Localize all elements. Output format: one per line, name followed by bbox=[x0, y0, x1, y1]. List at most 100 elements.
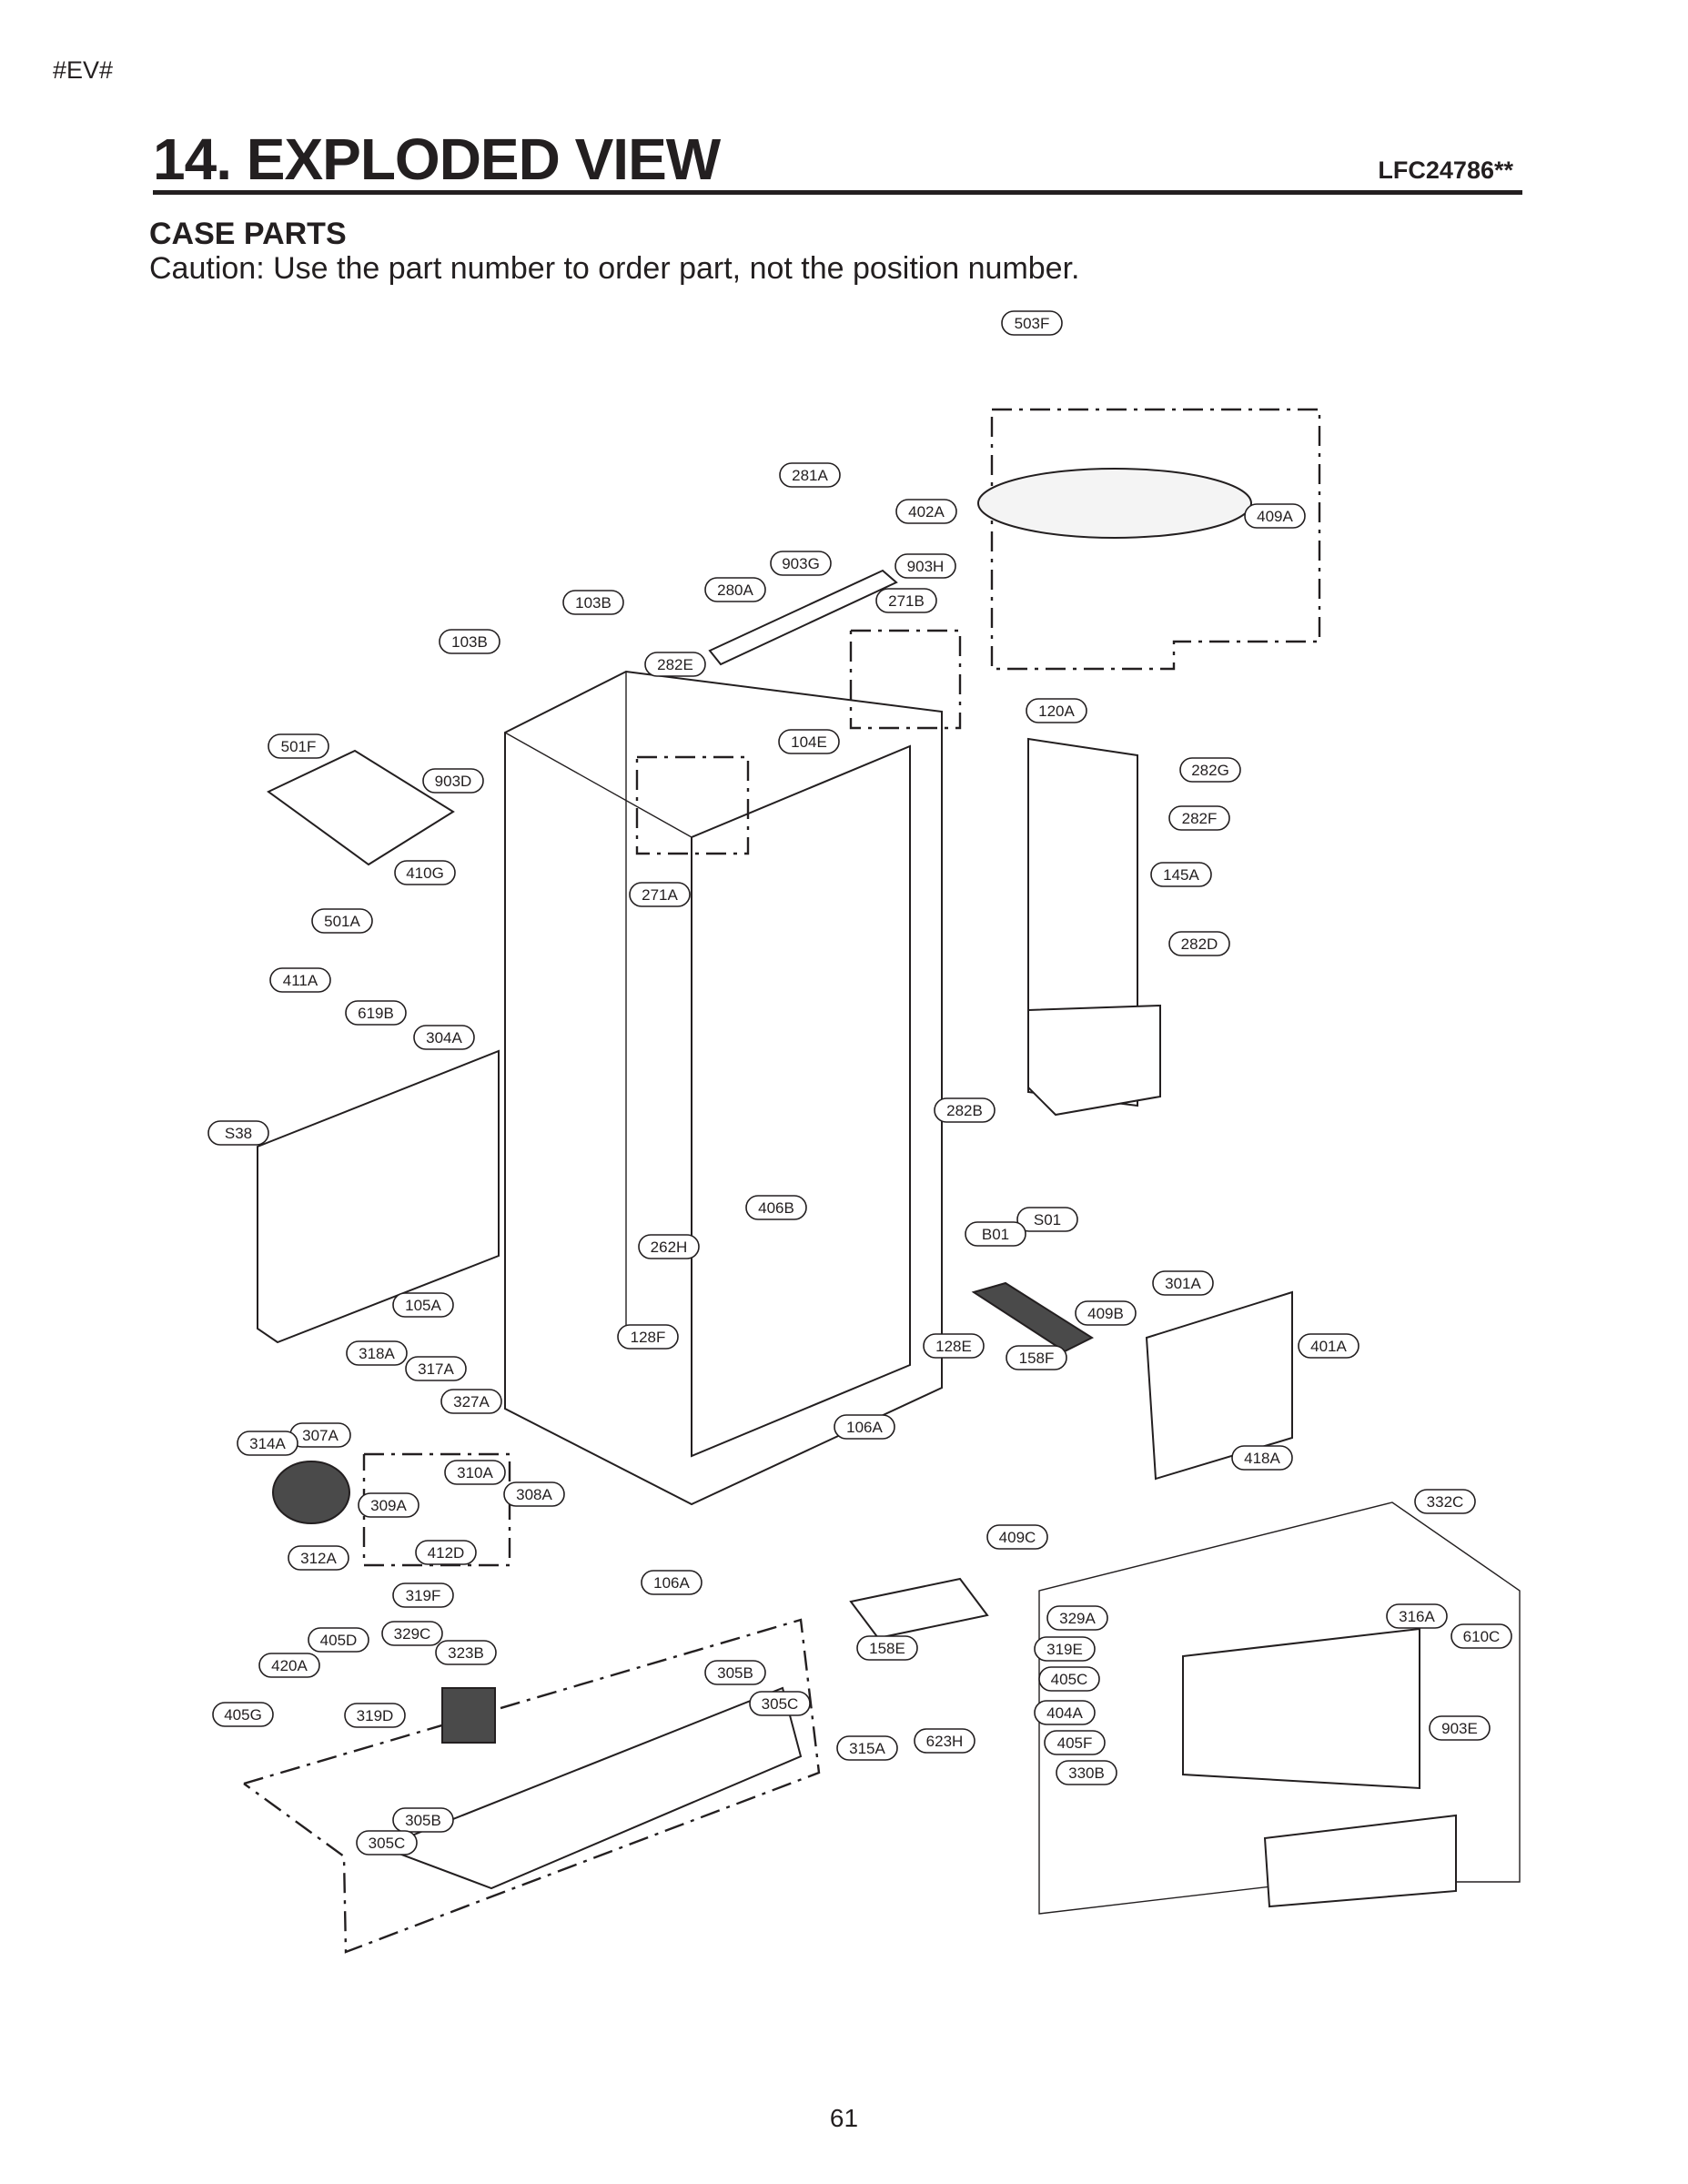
callout-314a: 314A bbox=[237, 1431, 298, 1456]
callout-label: 903E bbox=[1441, 1720, 1478, 1737]
callout-label: 405F bbox=[1057, 1734, 1093, 1752]
callout-label: 128F bbox=[631, 1329, 666, 1346]
callout-145a: 145A bbox=[1150, 862, 1212, 887]
callout-label: 405D bbox=[320, 1632, 358, 1649]
callout-304a: 304A bbox=[413, 1025, 475, 1050]
callout-label: 409C bbox=[999, 1529, 1036, 1546]
freezer-drawer-front bbox=[1263, 1814, 1457, 1908]
callout-bubble bbox=[405, 1356, 467, 1381]
compressor bbox=[272, 1461, 350, 1524]
callout-308a: 308A bbox=[503, 1481, 565, 1507]
callout-323b: 323B bbox=[435, 1640, 497, 1665]
callout-903d: 903D bbox=[422, 768, 484, 794]
callout-282b: 282B bbox=[934, 1097, 996, 1123]
callout-label: 120A bbox=[1038, 703, 1075, 720]
page-title: 14. EXPLODED VIEW bbox=[153, 126, 721, 192]
callout-label: 405C bbox=[1051, 1671, 1088, 1688]
callout-301a: 301A bbox=[1152, 1270, 1214, 1296]
callout-bubble bbox=[344, 1703, 406, 1728]
group-box-503f bbox=[990, 408, 1321, 671]
callout-b01: B01 bbox=[965, 1221, 1026, 1247]
callout-319e: 319E bbox=[1034, 1636, 1096, 1662]
callout-bubble bbox=[413, 1025, 475, 1050]
callout-label: 409A bbox=[1257, 508, 1293, 525]
callout-label: 323B bbox=[448, 1644, 484, 1662]
caution-note: Caution: Use the part number to order pa… bbox=[149, 251, 1080, 286]
callout-282e: 282E bbox=[644, 652, 706, 677]
callout-281a: 281A bbox=[779, 462, 841, 488]
callout-label: 903H bbox=[907, 558, 945, 575]
callout-bubble bbox=[1075, 1300, 1137, 1326]
callout-bubble bbox=[914, 1728, 975, 1754]
callout-bubble bbox=[288, 1545, 349, 1571]
base-plate bbox=[379, 1686, 803, 1890]
callout-label: 411A bbox=[283, 972, 318, 989]
callout-bubble bbox=[836, 1735, 898, 1761]
callout-label: 402A bbox=[908, 503, 945, 521]
callout-307a: 307A bbox=[289, 1422, 351, 1448]
model-number: LFC24786** bbox=[1378, 157, 1513, 184]
callout-105a: 105A bbox=[392, 1292, 454, 1318]
callout-317a: 317A bbox=[405, 1356, 467, 1381]
callout-label: 103B bbox=[451, 633, 488, 651]
callout-158f: 158F bbox=[1006, 1345, 1067, 1370]
callout-label: 281A bbox=[792, 467, 828, 484]
callout-label: 305C bbox=[369, 1835, 406, 1852]
callout-406b: 406B bbox=[745, 1195, 807, 1220]
callout-418a: 418A bbox=[1231, 1445, 1293, 1471]
callout-bubble bbox=[895, 499, 957, 524]
callout-label: 319E bbox=[1046, 1641, 1083, 1658]
callout-bubble bbox=[308, 1627, 369, 1653]
callout-label: 317A bbox=[418, 1360, 454, 1378]
callout-label: 304A bbox=[426, 1029, 462, 1046]
callout-503f: 503F bbox=[1001, 310, 1063, 336]
callout-label: 315A bbox=[849, 1740, 885, 1757]
group-box-315a bbox=[243, 1618, 821, 1954]
grille-158e bbox=[849, 1577, 989, 1640]
callout-401a: 401A bbox=[1298, 1333, 1359, 1359]
callout-329a: 329A bbox=[1046, 1605, 1108, 1631]
rear-cover bbox=[257, 1049, 500, 1344]
callout-bubble bbox=[1231, 1445, 1293, 1471]
callout-bubble bbox=[392, 1807, 454, 1833]
callout-label: 316A bbox=[1399, 1608, 1435, 1625]
callout-bubble bbox=[1044, 1730, 1106, 1755]
callout-312a: 312A bbox=[288, 1545, 349, 1571]
callout-bubble bbox=[356, 1830, 418, 1855]
callout-bubble bbox=[1026, 698, 1087, 723]
callout-310a: 310A bbox=[444, 1460, 506, 1485]
callout-332c: 332C bbox=[1414, 1489, 1476, 1514]
callout-623h: 623H bbox=[914, 1728, 975, 1754]
callout-619b: 619B bbox=[345, 1000, 407, 1026]
callout-bubble bbox=[358, 1492, 419, 1518]
callout-404a: 404A bbox=[1034, 1700, 1096, 1725]
callout-bubble bbox=[346, 1340, 408, 1366]
callout-label: 610C bbox=[1463, 1628, 1501, 1645]
callout-405c: 405C bbox=[1038, 1666, 1100, 1692]
callout-120a: 120A bbox=[1026, 698, 1087, 723]
callout-label: 903D bbox=[435, 773, 472, 790]
callout-bubble bbox=[629, 882, 691, 907]
callout-305c: 305C bbox=[356, 1830, 418, 1855]
callout-label: 145A bbox=[1163, 866, 1199, 884]
callout-bubble bbox=[986, 1524, 1048, 1550]
callout-label: 330B bbox=[1068, 1764, 1105, 1782]
callout-bubble bbox=[1298, 1333, 1359, 1359]
callout-bubble bbox=[1168, 931, 1230, 956]
callout-bubble bbox=[1034, 1636, 1096, 1662]
group-box-332c bbox=[1038, 1502, 1521, 1915]
callout-318a: 318A bbox=[346, 1340, 408, 1366]
callout-label: 282F bbox=[1182, 810, 1218, 827]
callout-128f: 128F bbox=[617, 1324, 679, 1350]
callout-bubble bbox=[422, 768, 484, 794]
callout-label: 158F bbox=[1019, 1350, 1055, 1367]
callout-316a: 316A bbox=[1386, 1603, 1448, 1629]
callout-bubble bbox=[704, 1660, 766, 1685]
callout-label: S01 bbox=[1034, 1211, 1061, 1228]
callout-128e: 128E bbox=[923, 1333, 985, 1359]
callout-s38: S38 bbox=[207, 1120, 269, 1146]
callout-bubble bbox=[1450, 1623, 1512, 1649]
callout-262h: 262H bbox=[638, 1234, 700, 1259]
callout-bubble bbox=[1386, 1603, 1448, 1629]
callout-319f: 319F bbox=[392, 1582, 454, 1608]
